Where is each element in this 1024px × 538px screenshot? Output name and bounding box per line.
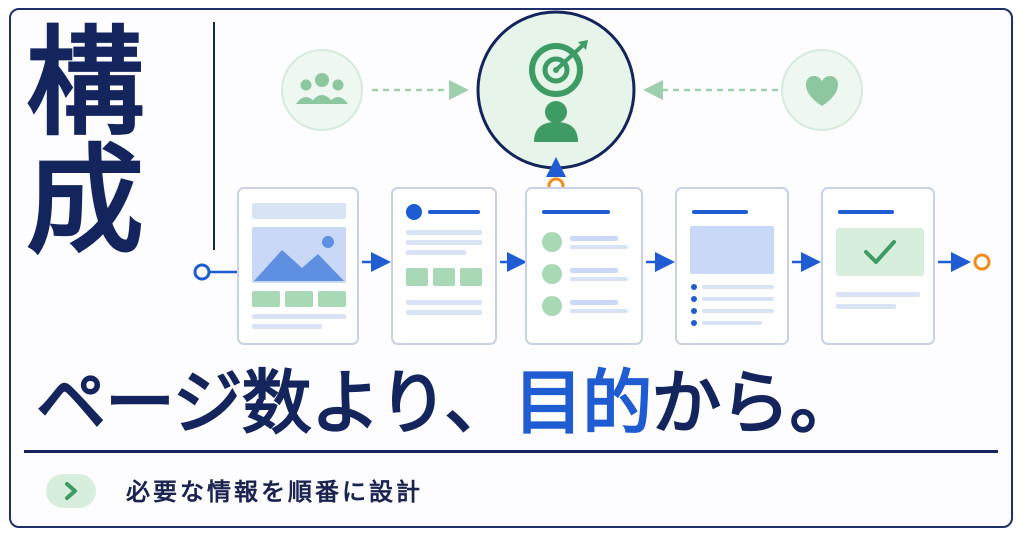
users-node [281, 49, 363, 131]
title-char-1: 構 [26, 14, 145, 152]
headline: ページ数より、目的から。 [36, 360, 859, 446]
heart-node [781, 49, 863, 131]
headline-divider [24, 450, 998, 453]
goal-node [476, 10, 636, 170]
chevron-right-icon [65, 482, 77, 500]
heart-icon [805, 76, 839, 106]
flow-end-dot [973, 253, 991, 271]
flow-start-dot [193, 263, 211, 281]
subtitle: 必要な情報を順番に設計 [126, 478, 423, 506]
chevron-badge [46, 474, 96, 508]
headline-emphasis: 目的 [513, 362, 652, 444]
page-card-4 [675, 187, 789, 345]
page-card-5 [821, 187, 935, 345]
headline-part-2: から。 [651, 362, 859, 444]
check-icon [864, 240, 896, 264]
target-icon [529, 40, 588, 97]
image-icon [252, 227, 346, 283]
title-char-2: 成 [26, 132, 145, 270]
headline-part-1: ページ数より、 [36, 362, 514, 444]
users-icon [296, 73, 348, 104]
page-card-1 [237, 187, 359, 345]
structure-diagram [193, 10, 991, 345]
person-icon [534, 101, 578, 142]
page-card-3 [525, 187, 643, 345]
title-divider [213, 22, 215, 250]
page-card-2 [391, 187, 497, 345]
